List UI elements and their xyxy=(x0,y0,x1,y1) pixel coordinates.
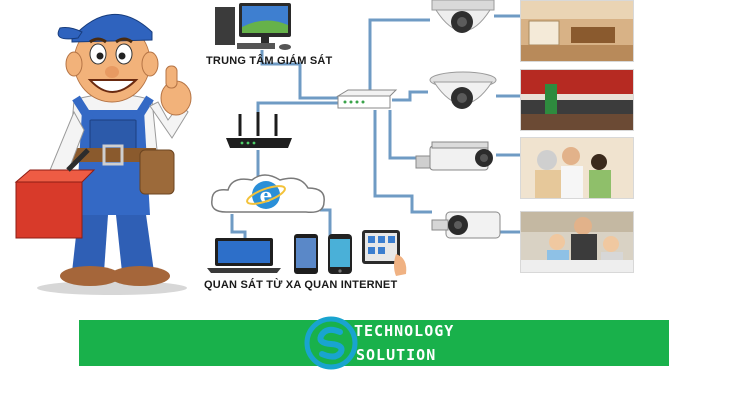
internet-cloud-icon: e xyxy=(211,174,325,214)
family-photo xyxy=(520,137,634,199)
dome-camera-icon xyxy=(431,0,495,33)
wifi-router-icon xyxy=(226,112,292,148)
children-photo xyxy=(520,211,634,273)
company-logo-icon xyxy=(304,316,358,370)
brand-banner xyxy=(79,320,669,366)
smartphone-icon xyxy=(294,234,352,274)
desktop-computer-icon xyxy=(215,3,291,50)
remote-view-label: QUAN SÁT TỪ XA QUAN INTERNET xyxy=(204,279,398,291)
network-switch-icon xyxy=(336,89,398,109)
bullet-camera-icon xyxy=(415,141,493,171)
dome-camera-icon xyxy=(429,71,497,109)
kitchen-photo xyxy=(520,69,634,131)
tablet-icon xyxy=(362,230,407,276)
laptop-icon xyxy=(207,238,281,273)
bullet-camera-icon xyxy=(431,211,501,239)
living-room-photo xyxy=(520,0,634,62)
monitoring-center-label: TRUNG TÂM GIÁM SÁT xyxy=(206,55,333,67)
brand-line-technology: TECHNOLOGY xyxy=(354,322,455,340)
technician-mascot xyxy=(14,13,192,295)
brand-line-solution: SOLUTION xyxy=(356,346,437,364)
